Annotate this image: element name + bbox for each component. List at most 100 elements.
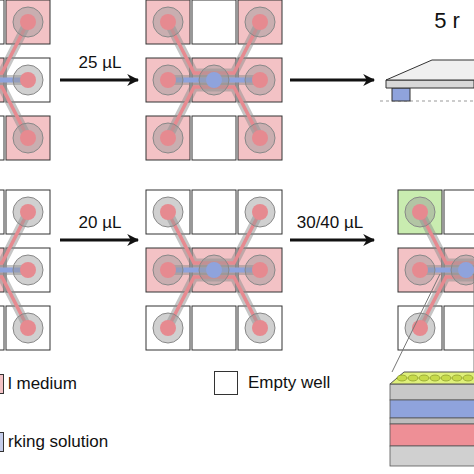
well [146,0,190,44]
well-core [160,14,176,30]
well-core [252,204,268,220]
well [238,58,282,102]
well-core [160,130,176,146]
well [6,58,50,102]
well-core [252,320,268,336]
well [192,58,236,102]
legend-swatch [214,371,238,395]
well-ring [245,255,275,285]
well-core [458,262,474,278]
well [6,190,50,234]
well-core [252,14,268,30]
step-arrow [290,239,374,242]
well-core [160,72,176,88]
well-ring [451,255,474,285]
well-core [252,262,268,278]
step-arrow [60,79,138,82]
well [0,0,4,44]
well [398,306,442,350]
well-ring [153,255,183,285]
well [6,0,50,44]
well [146,116,190,160]
well [192,116,236,160]
well-ring [405,255,435,285]
chip [146,190,282,350]
chip [0,0,50,160]
well [192,306,236,350]
well [0,190,4,234]
well-ring [13,123,43,153]
well-ring [245,197,275,227]
well [238,0,282,44]
well [192,248,236,292]
well [398,190,442,234]
well-core [160,204,176,220]
well-ring [245,313,275,343]
well [6,116,50,160]
well-ring [199,255,229,285]
well-ring [13,313,43,343]
well [6,248,50,292]
volume-label: 30/40 µL [297,212,364,233]
volume-label: 20 µL [79,212,122,233]
well [146,58,190,102]
legend-swatch [0,374,4,394]
well-ring [153,197,183,227]
well-core [206,262,222,278]
well-ring [405,313,435,343]
well [146,306,190,350]
device-sketch [380,60,474,101]
well-core [206,72,222,88]
well-ring [13,197,43,227]
well [238,306,282,350]
well-core [20,262,36,278]
legend-text: l medium [8,374,77,394]
well-ring [153,65,183,95]
well [146,190,190,234]
well-ring [245,7,275,37]
well [0,116,4,160]
well-ring [245,123,275,153]
chip [398,190,474,350]
well [444,306,474,350]
legend-swatch [0,432,4,452]
time-label: 5 r [434,8,460,34]
well-ring [153,123,183,153]
chip [146,0,282,160]
well-core [412,204,428,220]
well-ring [153,313,183,343]
well [238,248,282,292]
step-arrow [290,79,374,82]
legend-text: Empty well [248,373,330,393]
layer-inset [390,274,474,466]
well-ring [245,65,275,95]
well-core [252,72,268,88]
well [0,306,4,350]
well-core [160,262,176,278]
well [192,190,236,234]
well-core [252,130,268,146]
well [146,248,190,292]
well-core [20,14,36,30]
well-ring [13,255,43,285]
well [6,306,50,350]
well-core [20,72,36,88]
well-ring [153,7,183,37]
well [444,190,474,234]
well [238,190,282,234]
well-core [20,320,36,336]
well [192,0,236,44]
well [398,248,442,292]
well-ring [405,197,435,227]
well-ring [13,65,43,95]
well-ring [13,7,43,37]
well-core [412,262,428,278]
well-core [20,204,36,220]
volume-label: 25 µL [79,52,122,73]
step-arrow [60,239,138,242]
well-core [412,320,428,336]
well-ring [199,65,229,95]
well-core [160,320,176,336]
